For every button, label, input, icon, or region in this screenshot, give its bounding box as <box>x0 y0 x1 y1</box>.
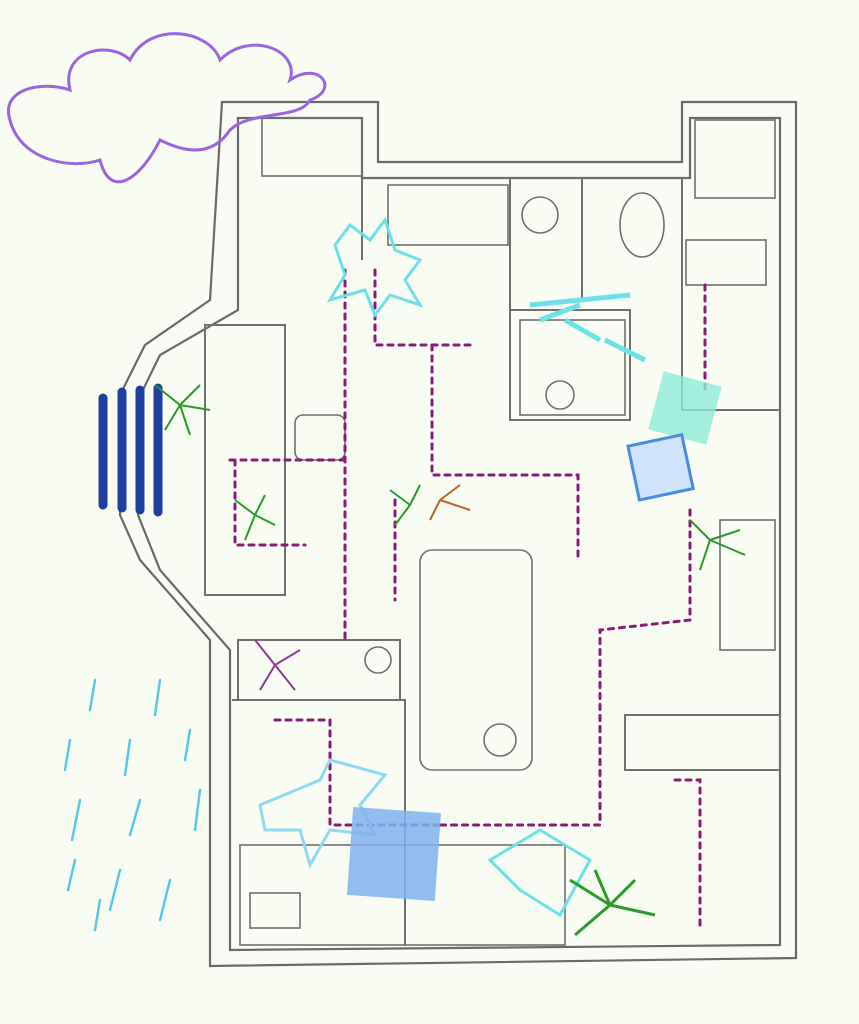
sofa-icon <box>419 549 533 771</box>
bathtub <box>685 239 767 286</box>
toilet-icon <box>619 192 665 258</box>
blinds-icon <box>98 383 163 517</box>
blue-outline-square <box>626 432 695 502</box>
sink <box>387 184 509 246</box>
side-table <box>719 519 776 651</box>
blue-square <box>347 807 441 901</box>
shower <box>694 119 776 199</box>
cloud-icon <box>6 32 327 184</box>
building-walls <box>118 100 798 968</box>
walking-paths <box>228 268 707 927</box>
dining-table <box>519 319 626 416</box>
rain-icon <box>63 678 202 932</box>
interior-walls <box>204 178 781 945</box>
plant-icon <box>154 384 746 937</box>
kitchen-counter <box>261 117 363 177</box>
cyan-square <box>648 371 722 445</box>
